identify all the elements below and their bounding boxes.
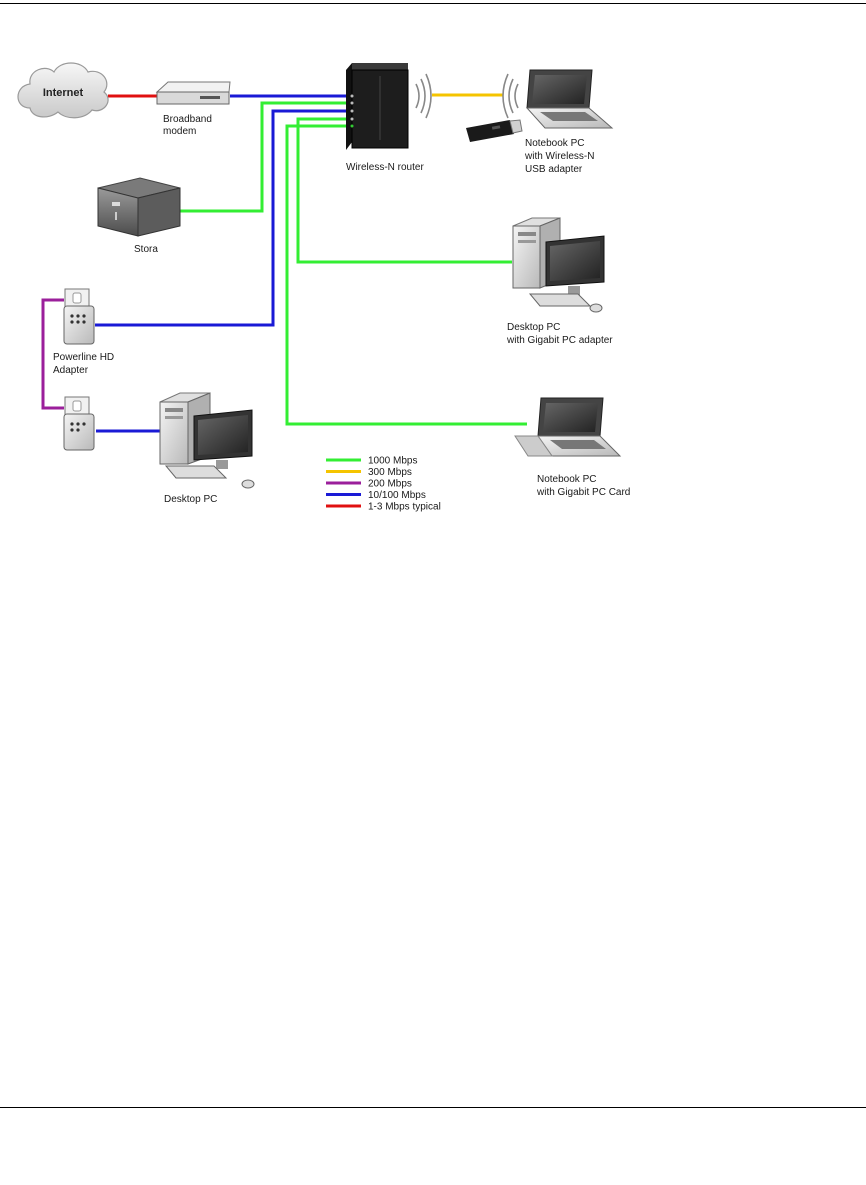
desktop-icon [160,393,254,488]
router-wifi-waves-icon [416,74,431,118]
powerline-label: Powerline HD Adapter [53,352,117,376]
desktop-gigabit-icon [513,218,604,312]
notebook-wireless-icon [503,70,612,128]
internet-cloud: Internet [18,63,108,118]
notebook-gigabit-label: Notebook PC with Gigabit PC Card [536,474,630,498]
legend-label-2: 200 Mbps [368,479,412,490]
desktop-gigabit-label: Desktop PC with Gigabit PC adapter [506,322,613,346]
powerline-adapter-top-icon [64,289,94,344]
modem-icon [157,82,230,104]
connection-lines [43,95,527,431]
desktop-label: Desktop PC [164,494,217,505]
network-diagram: Internet Broadband modem Wireless-N rout… [0,0,866,560]
powerline-adapter-bottom-icon [64,397,94,450]
notebook-wireless-label: Notebook PC with Wireless-N USB adapter [524,138,597,175]
internet-label: Internet [43,87,84,99]
bottom-rule [0,1107,866,1108]
notebook-gigabit-icon [515,398,620,456]
stora-label: Stora [134,244,158,255]
legend-label-4: 1-3 Mbps typical [368,502,441,513]
usb-adapter-icon [466,120,522,142]
stora-icon [98,178,180,236]
router-icon [346,63,408,150]
legend-label-0: 1000 Mbps [368,456,417,467]
notebook-wifi-waves-icon [503,74,518,118]
legend-label-1: 300 Mbps [368,467,412,478]
legend-label-3: 10/100 Mbps [368,490,426,501]
modem-label: Broadband modem [163,114,215,137]
router-label: Wireless-N router [346,162,424,173]
